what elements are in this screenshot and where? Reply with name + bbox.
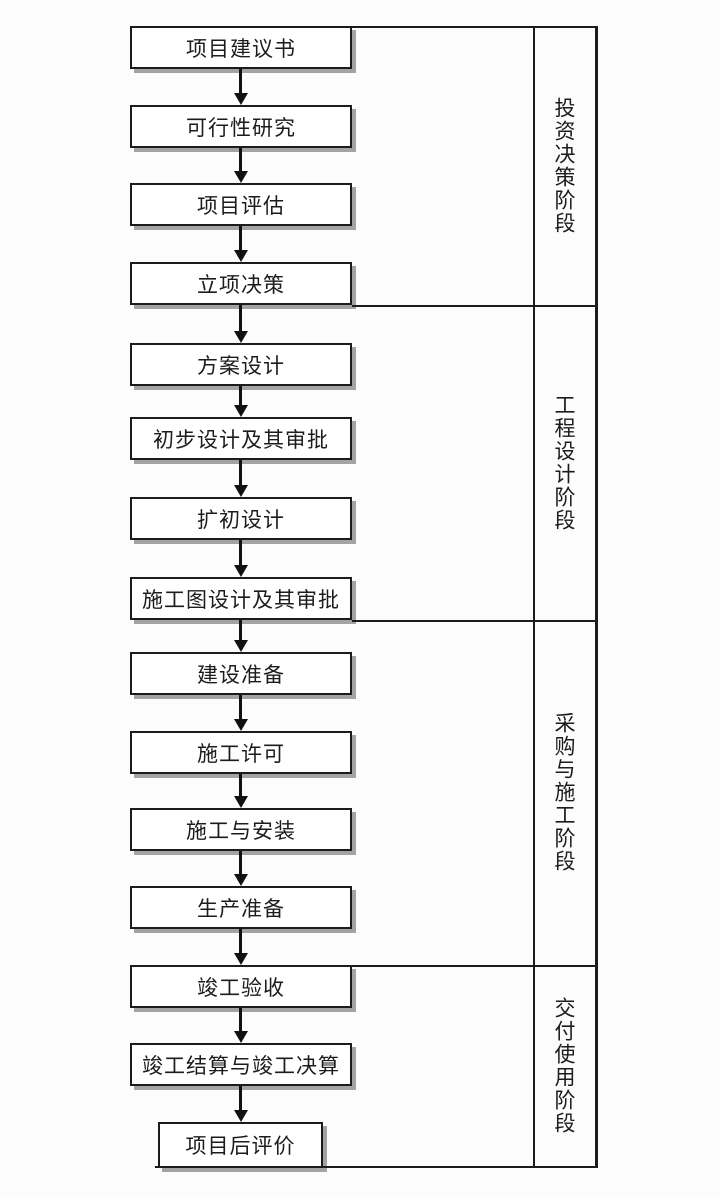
down-arrow-icon	[234, 305, 248, 343]
down-arrow-icon	[234, 540, 248, 577]
phase-column-right-line	[595, 26, 598, 1168]
phase-label-delivery-use: 交付使用阶段	[552, 996, 576, 1135]
step-post-project-evaluation: 项目后评价	[158, 1122, 323, 1168]
phase-bracket-divider-2	[352, 620, 598, 622]
step-construction-preparation: 建设准备	[130, 652, 352, 695]
down-arrow-icon	[234, 851, 248, 886]
down-arrow-icon	[234, 460, 248, 497]
step-completion-acceptance: 竣工验收	[130, 965, 352, 1008]
phase-bracket-divider-1	[352, 305, 598, 307]
step-extended-preliminary-design: 扩初设计	[130, 497, 352, 540]
down-arrow-icon	[234, 226, 248, 262]
down-arrow-icon	[234, 620, 248, 652]
step-completion-settlement: 竣工结算与竣工决算	[130, 1043, 352, 1086]
down-arrow-icon	[234, 774, 248, 808]
step-construction-drawing-design: 施工图设计及其审批	[130, 577, 352, 620]
phase-label-investment-decision: 投资决策阶段	[552, 96, 576, 235]
step-construction-installation: 施工与安装	[130, 808, 352, 851]
step-feasibility-study: 可行性研究	[130, 105, 352, 148]
down-arrow-icon	[234, 929, 248, 965]
step-scheme-design: 方案设计	[130, 343, 352, 386]
step-project-evaluation: 项目评估	[130, 183, 352, 226]
down-arrow-icon	[234, 1008, 248, 1043]
phase-bracket-divider-3	[347, 965, 598, 967]
phase-column-left-line	[533, 26, 535, 1168]
step-construction-permit: 施工许可	[130, 731, 352, 774]
down-arrow-icon	[234, 695, 248, 731]
step-preliminary-design-approval: 初步设计及其审批	[130, 417, 352, 460]
down-arrow-icon	[234, 148, 248, 183]
step-production-preparation: 生产准备	[130, 886, 352, 929]
down-arrow-icon	[234, 69, 248, 105]
phase-label-procurement-construction: 采购与施工阶段	[552, 712, 576, 873]
phase-label-engineering-design: 工程设计阶段	[552, 393, 576, 532]
step-project-proposal: 项目建议书	[130, 26, 352, 69]
phase-bracket-bottom-line	[155, 1166, 598, 1168]
phase-bracket-top-line	[352, 26, 598, 28]
down-arrow-icon	[234, 1086, 248, 1122]
step-approval-decision: 立项决策	[130, 262, 352, 305]
down-arrow-icon	[234, 386, 248, 417]
